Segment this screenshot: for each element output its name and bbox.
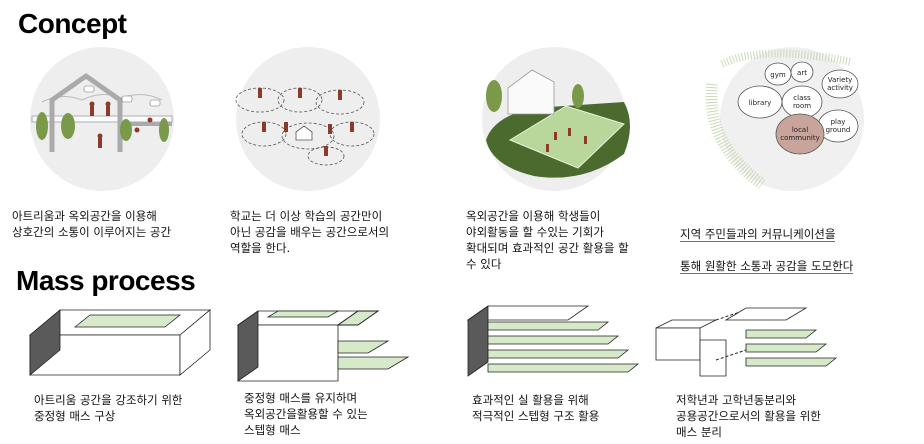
bubble-play: play <box>831 118 846 126</box>
concept-caption-4: 지역 주민들과의 커뮤니케이션을 통해 원활한 소통과 공감을 도모한다 <box>680 210 854 274</box>
mass-diagram-courtyard <box>28 309 212 376</box>
mass-diagram-active-steps <box>466 305 640 377</box>
mass-caption-3: 효과적인 실 활용을 위해 적극적인 스텝형 구조 활용 <box>472 393 600 423</box>
concept-caption-2: 학교는 더 이상 학습의 공간만이 아닌 공감을 배우는 공간으로서의 역할을 … <box>230 209 390 255</box>
concept-illustration-atrium <box>30 47 174 191</box>
mass-caption-2: 중정형 매스를 유지하며 옥외공간을활용할 수 있는 스텝형 매스 <box>244 391 368 437</box>
concept-illustration-outdoor <box>482 47 630 191</box>
bubble-community: community <box>780 134 819 142</box>
bubble-ground: ground <box>826 126 851 134</box>
bubble-gym: gym <box>770 71 786 79</box>
concept-illustration-community: gym art Variety activity library class r… <box>705 47 864 191</box>
mass-heading: Mass process <box>16 265 196 296</box>
bubble-activity: activity <box>827 84 853 92</box>
bubble-local: local <box>792 126 808 134</box>
bubble-library: library <box>749 99 772 107</box>
mass-diagram-stepped <box>236 310 410 382</box>
bubble-room: room <box>793 102 811 110</box>
concept-heading: Concept <box>18 8 127 39</box>
mass-diagram-separation <box>655 307 838 377</box>
mass-caption-4: 저학년과 고학년동분리와 공용공간으로서의 활용을 위한 매스 분리 <box>676 393 821 439</box>
bubble-class: class <box>793 94 811 102</box>
mass-caption-1: 아트리움 공간을 강조하기 위한 중정형 매스 구상 <box>34 393 183 423</box>
bubble-variety: Variety <box>828 76 853 84</box>
concept-caption-4a: 지역 주민들과의 커뮤니케이션을 <box>680 227 836 242</box>
concept-caption-3: 옥외공간을 이용해 학생들이 야외활동을 할 수있는 기회가 확대되며 효과적인… <box>466 209 629 271</box>
concept-caption-4b: 통해 원활한 소통과 공감을 도모한다 <box>680 259 854 274</box>
concept-caption-1: 아트리움과 옥외공간을 이용해 상호간의 소통이 이루어지는 공간 <box>12 209 172 239</box>
bubble-art: art <box>797 69 807 77</box>
concept-illustration-empathy <box>235 47 380 191</box>
